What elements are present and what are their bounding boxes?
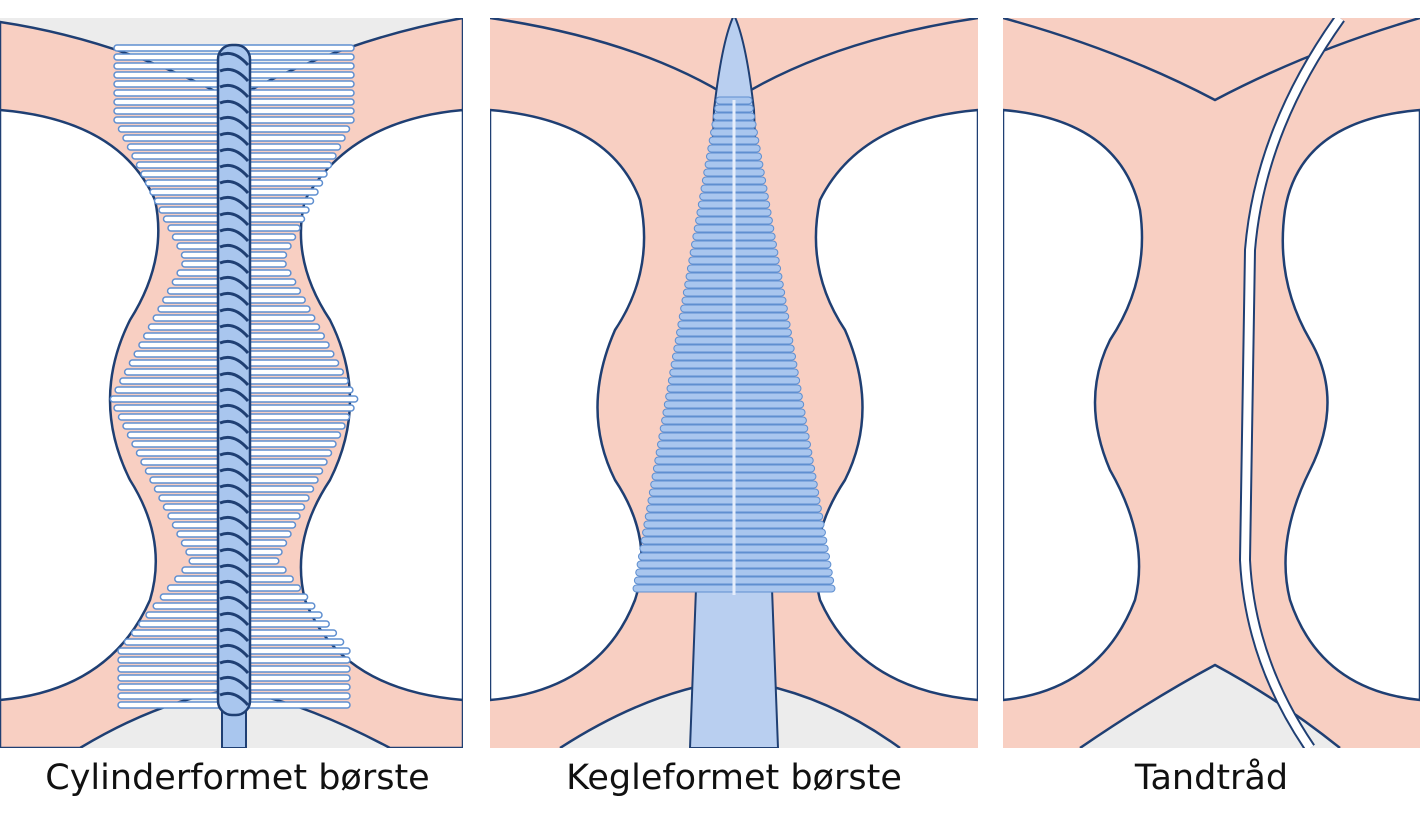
wire-twist bbox=[219, 259, 250, 275]
wire-twist bbox=[219, 675, 250, 691]
label-floss: Tandtråd bbox=[1134, 758, 1289, 798]
wire-twist bbox=[219, 307, 250, 323]
twisted-wire bbox=[216, 43, 252, 717]
wire-twist bbox=[219, 115, 250, 131]
wire-twist bbox=[219, 627, 250, 643]
label-cylindrical-brush: Cylinderformet børste bbox=[45, 758, 430, 798]
wire-twist bbox=[219, 371, 250, 387]
label-conical-brush: Kegleformet børste bbox=[566, 758, 902, 798]
panel-floss bbox=[1003, 18, 1420, 748]
wire-twist bbox=[219, 355, 250, 371]
wire-twist bbox=[219, 563, 250, 579]
wire-twist bbox=[219, 531, 250, 547]
wire-twist bbox=[219, 147, 250, 163]
wire-twist bbox=[219, 483, 250, 499]
wire-twist bbox=[219, 499, 250, 515]
wire-twist bbox=[219, 643, 250, 659]
wire-twist bbox=[219, 419, 250, 435]
wire-twist bbox=[219, 611, 250, 627]
right-tooth bbox=[1281, 108, 1420, 702]
wire-twist bbox=[219, 275, 250, 291]
wire-twist bbox=[219, 435, 250, 451]
panel-conical-brush bbox=[490, 18, 978, 748]
wire-twist bbox=[219, 291, 250, 307]
left-tooth bbox=[490, 108, 646, 702]
wire-twist bbox=[219, 323, 250, 339]
wire-twist bbox=[219, 51, 250, 67]
wire-twist bbox=[219, 451, 250, 467]
wire-twist bbox=[219, 179, 250, 195]
left-tooth bbox=[1003, 108, 1144, 702]
wire-twist bbox=[219, 211, 250, 227]
wire-twist bbox=[219, 659, 250, 675]
wire-twist bbox=[219, 691, 250, 707]
brush-bristles bbox=[632, 96, 836, 595]
wire-twist bbox=[219, 99, 250, 115]
panel-cylindrical-brush bbox=[0, 18, 463, 748]
wire-twist bbox=[219, 467, 250, 483]
wire-twist bbox=[219, 387, 250, 403]
wire-twist bbox=[219, 403, 250, 419]
wire-twist bbox=[219, 579, 250, 595]
right-tooth bbox=[814, 108, 978, 702]
wire-twist bbox=[219, 163, 250, 179]
wire-twist bbox=[219, 515, 250, 531]
wire-twist bbox=[219, 67, 250, 83]
dental-floss bbox=[1240, 18, 1344, 748]
wire-twist bbox=[219, 339, 250, 355]
wire-twist bbox=[219, 243, 250, 259]
wire-twist bbox=[219, 195, 250, 211]
wire-twist bbox=[219, 131, 250, 147]
wire-twist bbox=[219, 547, 250, 563]
wire-twist bbox=[219, 83, 250, 99]
wire-twist bbox=[219, 227, 250, 243]
wire-twist bbox=[219, 595, 250, 611]
